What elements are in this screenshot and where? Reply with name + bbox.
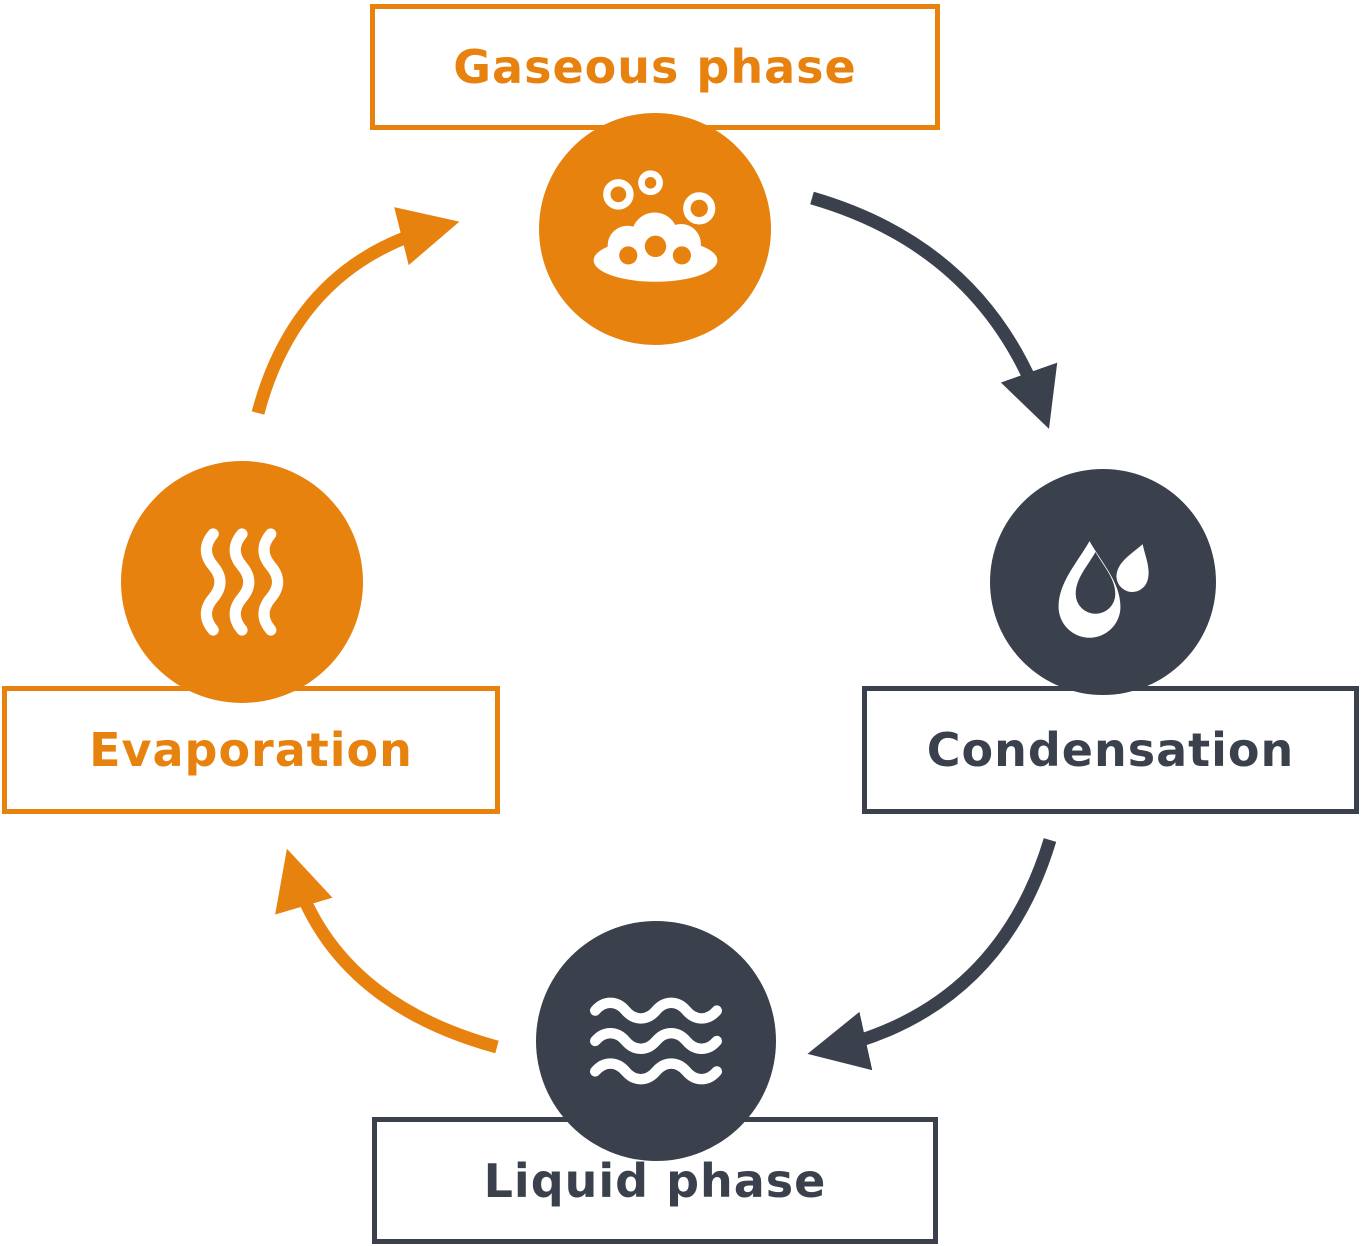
condensation-label-box: Condensation [862,686,1359,814]
evaporation-label-box: Evaporation [2,686,500,814]
condensation-node [990,469,1216,695]
liquid-phase-node [536,921,776,1161]
arrow-gaseous-to-condensation [810,191,1058,429]
gaseous-phase-node [539,113,771,345]
liquid-phase-label: Liquid phase [483,1153,827,1208]
gaseous-phase-label-box: Gaseous phase [370,4,940,130]
arrow-liquid-to-evaporation [275,848,499,1054]
arrow-evaporation-to-gaseous [251,207,460,415]
gaseous-phase-label: Gaseous phase [453,40,857,94]
heat-waves-icon [200,528,284,636]
water-drops-icon [1058,541,1149,638]
water-waves-icon [590,997,723,1085]
evaporation-label: Evaporation [89,723,413,777]
arrow-condensation-to-liquid [807,838,1057,1071]
gas-cloud-icon [593,170,717,282]
evaporation-node [121,461,363,703]
condensation-label: Condensation [926,723,1295,777]
